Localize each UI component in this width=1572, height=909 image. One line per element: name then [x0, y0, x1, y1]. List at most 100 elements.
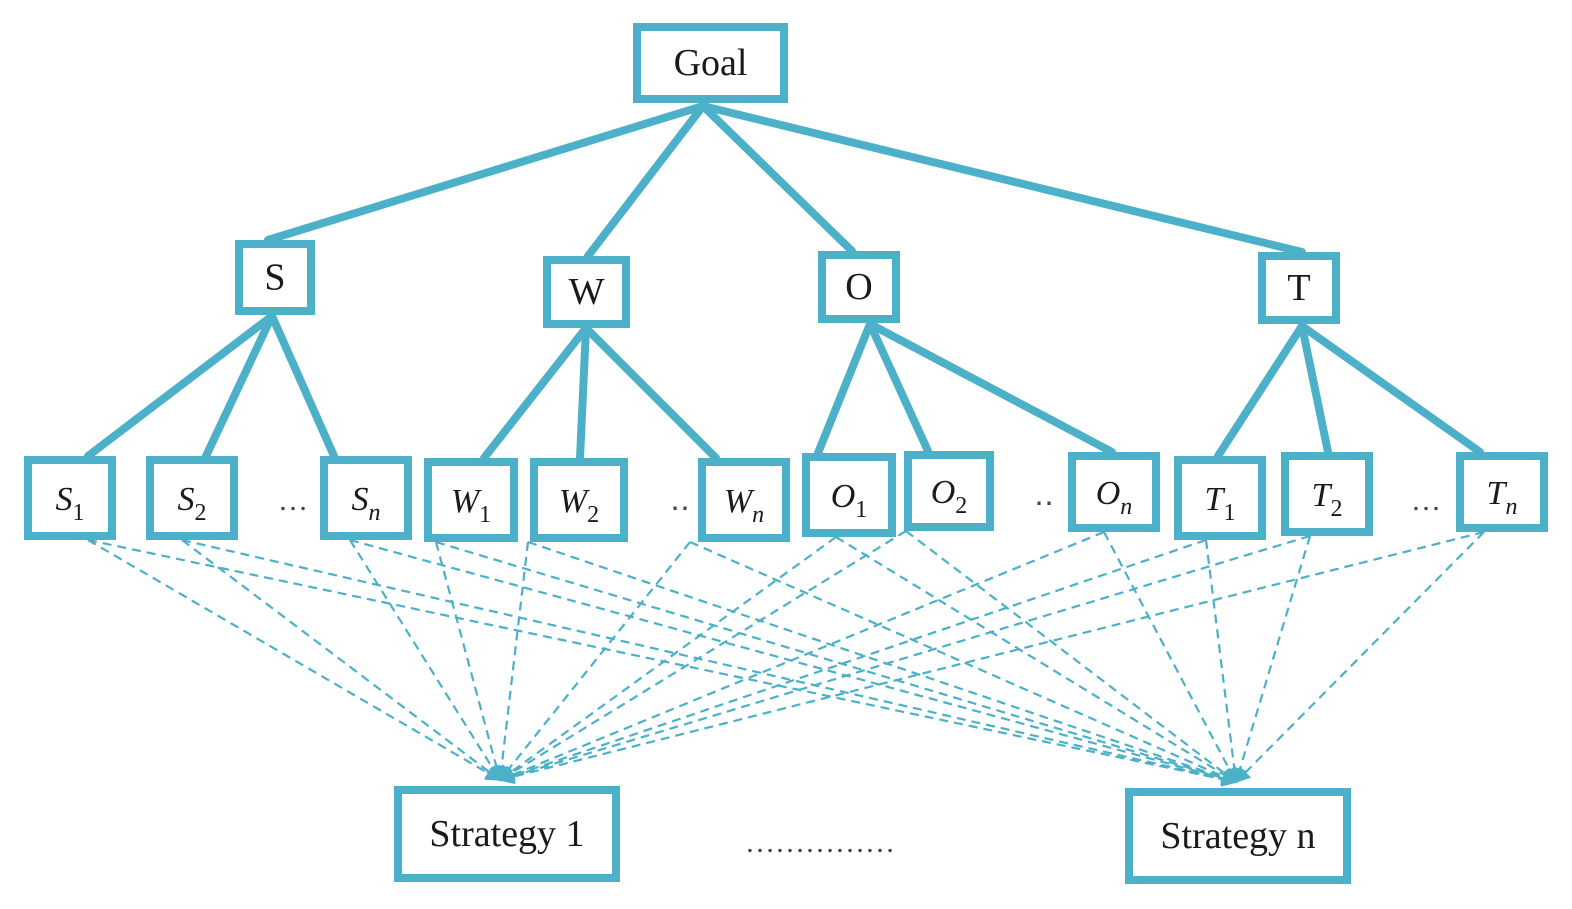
node-s2-label: S2 — [178, 481, 207, 526]
node-o2-box — [904, 451, 994, 531]
dashed-edge-w2-to-strat1 — [493, 541, 530, 782]
dashed-edge-t2-to-strat1 — [498, 534, 1311, 784]
node-t-label: T — [1287, 267, 1310, 309]
node-o1: O1 — [802, 453, 896, 537]
node-stratn-box — [1125, 788, 1351, 884]
dashed-edge-o1-to-stratn — [835, 536, 1238, 783]
node-w2: W2 — [530, 458, 628, 542]
node-tn-label: Tn — [1487, 475, 1518, 520]
dashed-edge-s2-to-stratn — [181, 538, 1238, 787]
dashed-edges — [87, 530, 1485, 787]
node-strat1-box — [394, 786, 620, 882]
node-on-box — [1068, 452, 1160, 532]
w-ellipsis: ‥ — [670, 484, 690, 517]
node-s2-box — [146, 456, 238, 540]
dashed-edge-o1-to-strat1 — [498, 536, 837, 781]
strategy-ellipsis: …………… — [745, 826, 895, 859]
node-on: On — [1068, 452, 1160, 532]
edge-t-to-t2 — [1298, 322, 1332, 456]
t-ellipsis: … — [1411, 484, 1441, 517]
node-on-label: On — [1096, 475, 1133, 520]
node-w1-box — [424, 458, 518, 542]
dashed-edge-sn-to-stratn — [349, 538, 1238, 786]
edge-w-to-wn — [582, 324, 720, 462]
dashed-edge-on-to-strat1 — [498, 530, 1105, 782]
dashed-edge-w2-to-stratn — [527, 540, 1238, 785]
node-s2: S2 — [146, 456, 238, 540]
edge-goal-to-s — [264, 102, 707, 244]
dashed-edge-on-to-stratn — [1103, 531, 1237, 784]
edge-t-to-tn — [1298, 322, 1484, 456]
node-o: O — [818, 251, 900, 323]
edge-t-to-t1 — [1214, 322, 1306, 460]
dashed-edge-tn-to-strat1 — [498, 530, 1485, 785]
s-ellipsis: … — [278, 484, 308, 517]
node-goal-label: Goal — [674, 42, 748, 84]
dashed-edge-s2-to-strat1 — [181, 539, 502, 781]
edge-w-to-w2 — [576, 324, 590, 462]
node-wn-box — [698, 458, 790, 542]
node-s1-label: S1 — [56, 481, 85, 526]
node-s: S — [235, 240, 315, 315]
edge-o-to-on — [866, 320, 1116, 456]
node-t2: T2 — [1281, 452, 1373, 536]
dashed-edge-t1-to-strat1 — [498, 538, 1207, 783]
node-sn-box — [320, 456, 412, 540]
edge-goal-to-o — [699, 102, 856, 255]
node-goal-box — [633, 23, 788, 103]
edge-s-to-s1 — [84, 312, 276, 460]
node-w-box — [543, 256, 630, 328]
node-t1: T1 — [1174, 456, 1266, 540]
node-tn: Tn — [1456, 452, 1548, 532]
node-w1-label: W1 — [451, 483, 491, 528]
dashed-edge-o2-to-stratn — [905, 530, 1238, 783]
ellipses: …‥‥……………… — [278, 479, 1441, 859]
o-ellipsis: ‥ — [1034, 479, 1054, 512]
node-w1: W1 — [424, 458, 518, 542]
node-t1-box — [1174, 456, 1266, 540]
node-t1-label: T1 — [1205, 481, 1236, 526]
dashed-edge-w1-to-strat1 — [434, 541, 504, 782]
edge-w-to-w1 — [480, 324, 590, 462]
edge-s-to-sn — [268, 312, 338, 460]
edge-goal-to-w — [584, 102, 707, 260]
node-s1-box — [24, 456, 116, 540]
dashed-edge-s1-to-stratn — [87, 538, 1238, 787]
node-goal: Goal — [633, 23, 788, 103]
node-s1: S1 — [24, 456, 116, 540]
edge-o-to-o1 — [814, 320, 874, 457]
node-wn-label: Wn — [724, 483, 764, 528]
edge-o-to-o2 — [866, 320, 932, 455]
dashed-edge-sn-to-strat1 — [349, 539, 501, 782]
dashed-edge-s1-to-strat1 — [87, 539, 502, 781]
node-wn: Wn — [698, 458, 790, 542]
edge-goal-to-t — [699, 102, 1306, 256]
node-w: W — [543, 256, 630, 328]
node-t: T — [1258, 252, 1340, 324]
solid-edges — [84, 102, 1484, 462]
node-w2-box — [530, 458, 628, 542]
node-sn-label: Sn — [352, 481, 381, 526]
node-o2: O2 — [904, 451, 994, 531]
dashed-edge-t2-to-stratn — [1232, 535, 1312, 784]
dashed-edge-o2-to-strat1 — [498, 530, 907, 781]
node-s-box — [235, 240, 315, 315]
node-o-box — [818, 251, 900, 323]
node-sn: Sn — [320, 456, 412, 540]
node-o2-label: O2 — [931, 474, 968, 519]
dashed-edge-w1-to-stratn — [435, 540, 1238, 786]
dashed-edge-wn-to-stratn — [689, 540, 1238, 784]
node-o-label: O — [845, 266, 872, 308]
edge-s-to-s2 — [202, 312, 276, 460]
node-strat1: Strategy 1 — [394, 786, 620, 882]
node-w2-label: W2 — [559, 483, 599, 528]
node-o1-box — [802, 453, 896, 537]
node-s-label: S — [264, 257, 285, 299]
node-strat1-label: Strategy 1 — [429, 813, 584, 855]
node-t-box — [1258, 252, 1340, 324]
node-w-label: W — [569, 271, 605, 313]
dashed-edge-wn-to-strat1 — [499, 541, 691, 782]
node-stratn: Strategy n — [1125, 788, 1351, 884]
